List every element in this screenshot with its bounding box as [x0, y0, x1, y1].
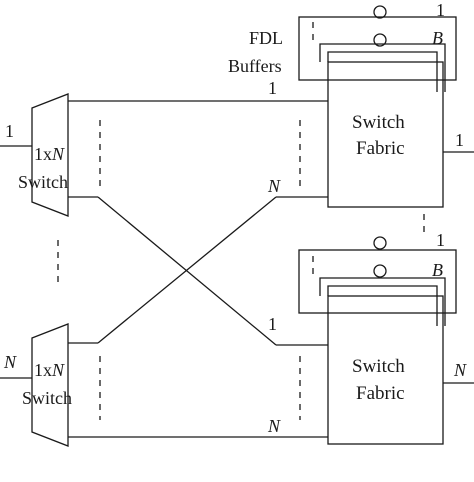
- bottom-switch-label-switch: Switch: [22, 388, 72, 408]
- cross-line-top-to-bottom: [97, 196, 277, 346]
- bottom-fdl-delay-1-icon: [373, 236, 387, 250]
- bottom-1xn-switch: [31, 323, 69, 447]
- top-fdl-outer-box: [298, 16, 457, 81]
- top-fdl-delay-B-label: B: [432, 28, 443, 48]
- bottom-fdl-delay-B-label: B: [432, 260, 443, 280]
- bottom-input-label-N: N: [3, 352, 17, 372]
- bottom-fabric-inN-label: N: [267, 416, 281, 436]
- top-fabric-in1-label: 1: [268, 78, 277, 98]
- top-fabric-label-switch: Switch: [352, 112, 405, 133]
- bottom-fdl-delay-B-icon: [373, 264, 387, 278]
- top-switch-fabric: [327, 61, 444, 208]
- cross-line-bottom-to-top: [97, 196, 277, 344]
- top-fdl-loop-inner: [327, 51, 438, 92]
- bottom-fabric-label-fabric: Fabric: [356, 383, 405, 404]
- top-fabric-out-label: 1: [455, 130, 464, 150]
- top-fdl-loop-outer: [319, 43, 446, 92]
- top-input-label-1: 1: [5, 121, 14, 141]
- bottom-fabric-label-switch: Switch: [352, 356, 405, 377]
- bottom-fdl-loop-outer: [319, 277, 446, 326]
- top-fabric-label-fabric: Fabric: [356, 138, 405, 159]
- bottom-fabric-out-label: N: [453, 360, 467, 380]
- top-fdl-delay-B-icon: [373, 33, 387, 47]
- bottom-fdl-delay-1-label: 1: [436, 230, 445, 250]
- bottom-fdl-outer-box: [298, 249, 457, 314]
- top-switch-label-1xN: 1xN: [34, 144, 65, 164]
- bottom-switch-fabric: [327, 295, 444, 445]
- top-fdl-delay-1-icon: [373, 5, 387, 19]
- bottom-fabric-in1-label: 1: [268, 314, 277, 334]
- fdl-label-line1: FDL: [249, 28, 283, 48]
- bottom-switch-label-1xN: 1xN: [34, 360, 65, 380]
- top-1xn-switch: [31, 93, 69, 217]
- top-fdl-delay-1-label: 1: [436, 0, 445, 20]
- bottom-fdl-loop-inner: [327, 285, 438, 326]
- top-fabric-inN-label: N: [267, 176, 281, 196]
- top-switch-label-switch: Switch: [18, 172, 68, 192]
- fdl-label-line2: Buffers: [228, 56, 282, 76]
